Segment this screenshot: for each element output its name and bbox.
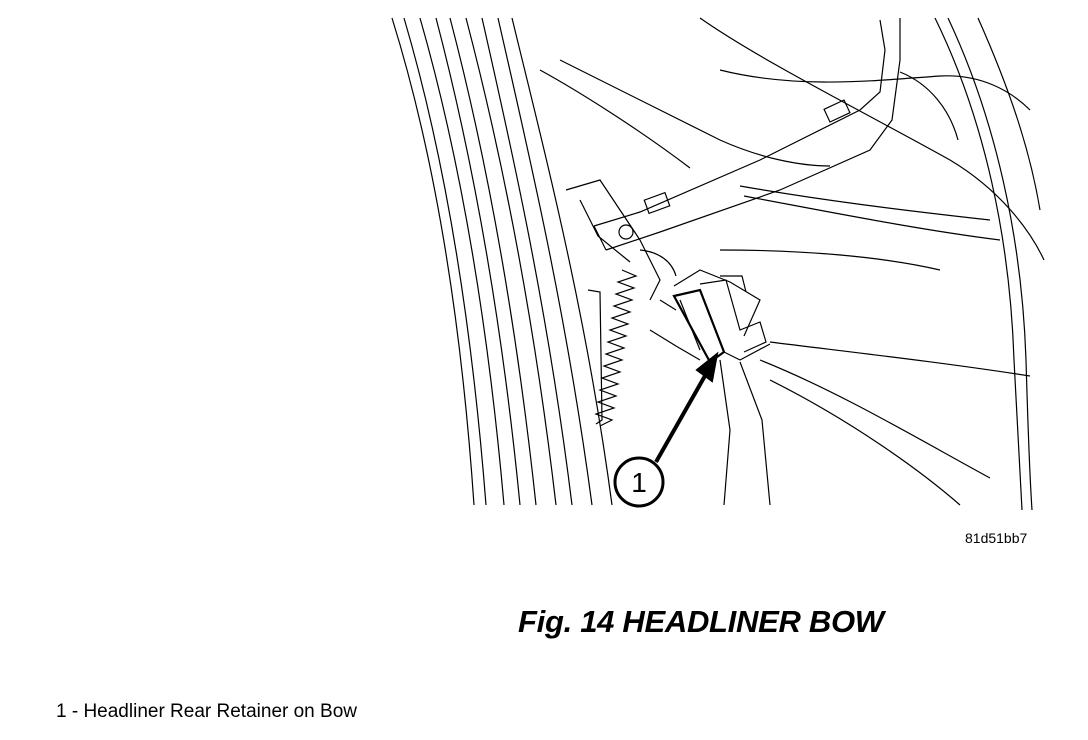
line-art <box>391 17 1045 511</box>
callout-1: 1 <box>613 456 665 508</box>
callout-legend-item: 1 - Headliner Rear Retainer on Bow <box>56 701 357 722</box>
arrow-icon <box>654 373 708 463</box>
figure-caption: Fig. 14 HEADLINER BOW <box>518 604 884 639</box>
figure-reference-code: 81d51bb7 <box>965 530 1028 546</box>
callout-arrow <box>654 351 719 463</box>
callout-number: 1 <box>631 467 647 498</box>
arrow-head <box>695 351 719 383</box>
callout-circle-icon <box>613 456 665 508</box>
